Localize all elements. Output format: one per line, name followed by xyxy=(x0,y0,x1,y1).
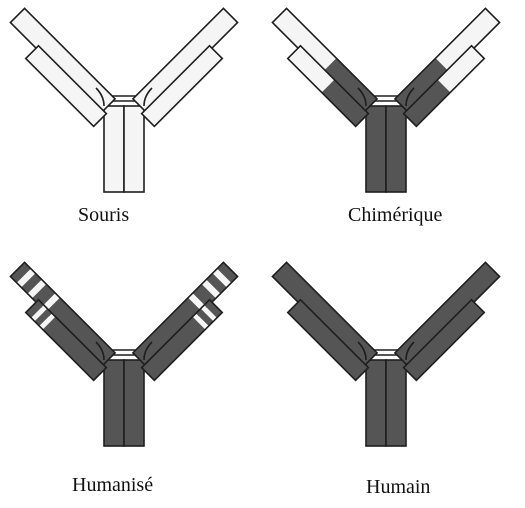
antibody-shape xyxy=(272,262,499,446)
arm-left-outer-seg-0 xyxy=(272,262,377,367)
arm-left-outer xyxy=(10,8,115,113)
arm-right-outer-seg-0 xyxy=(395,262,500,367)
antibody-shape xyxy=(10,8,237,192)
heavy-chain-stem-right xyxy=(386,360,406,446)
arm-left-outer xyxy=(10,262,115,367)
heavy-chain-stem-left xyxy=(366,360,386,446)
antibody-chimeric: Chimérique xyxy=(262,0,525,254)
arm-right-outer xyxy=(395,8,500,113)
antibody-mouse-drawing xyxy=(0,0,262,254)
heavy-chain-stem-left xyxy=(104,360,124,446)
arm-right-outer xyxy=(395,262,500,367)
antibody-humanized: Humanisé xyxy=(0,254,262,508)
label-humanized: Humanisé xyxy=(72,474,153,497)
antibody-shape xyxy=(272,8,499,192)
arm-left-outer xyxy=(272,262,377,367)
heavy-chain-stem-left xyxy=(104,106,124,192)
heavy-chain-stem-left xyxy=(366,106,386,192)
arm-left-outer xyxy=(272,8,377,113)
label-human: Humain xyxy=(366,476,430,499)
antibody-mouse: Souris xyxy=(0,0,262,254)
antibody-shape xyxy=(10,262,237,446)
arm-left-outer-seg-0 xyxy=(10,8,115,113)
heavy-chain-stem-right xyxy=(124,360,144,446)
label-chimeric: Chimérique xyxy=(348,204,442,227)
antibody-human: Humain xyxy=(262,254,525,508)
antibody-human-drawing xyxy=(262,254,525,508)
arm-right-outer xyxy=(133,262,238,367)
label-mouse: Souris xyxy=(78,204,129,227)
arm-right-outer-seg-0 xyxy=(133,8,238,113)
arm-right-outer xyxy=(133,8,238,113)
antibody-humanized-drawing xyxy=(0,254,262,508)
heavy-chain-stem-right xyxy=(124,106,144,192)
heavy-chain-stem-right xyxy=(386,106,406,192)
